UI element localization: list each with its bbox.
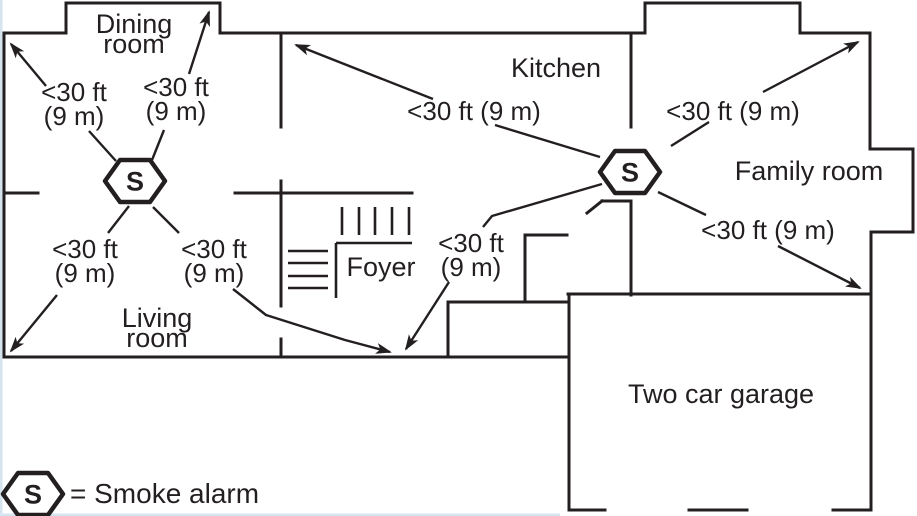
range-arrow	[9, 294, 58, 353]
label-leader-line	[670, 120, 710, 148]
smoke-alarm-hexagon-icon	[0, 470, 66, 516]
distance-label-kitchen-range: <30 ft (9 m)	[407, 96, 541, 126]
label-leader-line	[482, 182, 603, 228]
wall-segment	[584, 198, 605, 216]
scan-edge-strip	[0, 0, 3, 516]
legend-symbol-slot: S	[0, 470, 66, 516]
label-leader-line	[657, 190, 707, 217]
leaders-layer	[88, 120, 710, 234]
distance-label-dining-upper-right: <30 ft(9 m)	[143, 72, 210, 126]
room-label-foyer: Foyer	[346, 252, 415, 282]
room-label-family-room: Family room	[735, 156, 884, 186]
range-arrow	[232, 288, 392, 354]
arrows-layer	[9, 10, 862, 354]
legend: S = Smoke alarm	[0, 470, 259, 516]
range-arrow	[404, 281, 451, 351]
scan-edge-strip	[0, 513, 560, 516]
room-label-kitchen: Kitchen	[511, 53, 601, 83]
label-leader-line	[494, 123, 601, 159]
label-leader-line	[88, 130, 117, 162]
distance-label-family-upper: <30 ft (9 m)	[666, 96, 800, 126]
smoke-alarm-letter: S	[24, 480, 42, 510]
distance-label-dining-upper-left: <30 ft(9 m)	[41, 77, 108, 131]
label-leader-line	[107, 205, 130, 234]
label-leader-line	[150, 129, 166, 161]
range-arrow	[777, 244, 862, 290]
smoke-alarm-hexagon-icon	[102, 157, 168, 205]
stairs-layer	[288, 207, 412, 298]
smoke-alarm-letter: S	[126, 167, 144, 197]
room-label-two-car-garage: Two car garage	[628, 379, 814, 409]
legend-label: = Smoke alarm	[70, 478, 259, 509]
range-arrow	[294, 43, 434, 101]
range-arrow	[187, 10, 211, 75]
scan-edge-tint	[0, 0, 560, 516]
distance-label-living-lower-left: <30 ft(9 m)	[52, 234, 119, 288]
legend-smoke-alarm-icon: S	[0, 470, 66, 516]
range-arrow	[762, 40, 860, 94]
range-arrow	[9, 42, 47, 87]
smoke-alarm-symbol: S	[597, 148, 663, 196]
smoke-alarm-symbol: S	[102, 157, 168, 205]
distance-label-family-lower: <30 ft (9 m)	[701, 215, 835, 245]
smoke-alarm-letter: S	[621, 158, 639, 188]
label-leader-line	[152, 206, 180, 234]
distance-label-foyer-range: <30 ft(9 m)	[438, 228, 505, 282]
smoke-alarm-hexagon-icon	[597, 148, 663, 196]
distance-label-living-lower-right: <30 ft(9 m)	[181, 234, 248, 288]
